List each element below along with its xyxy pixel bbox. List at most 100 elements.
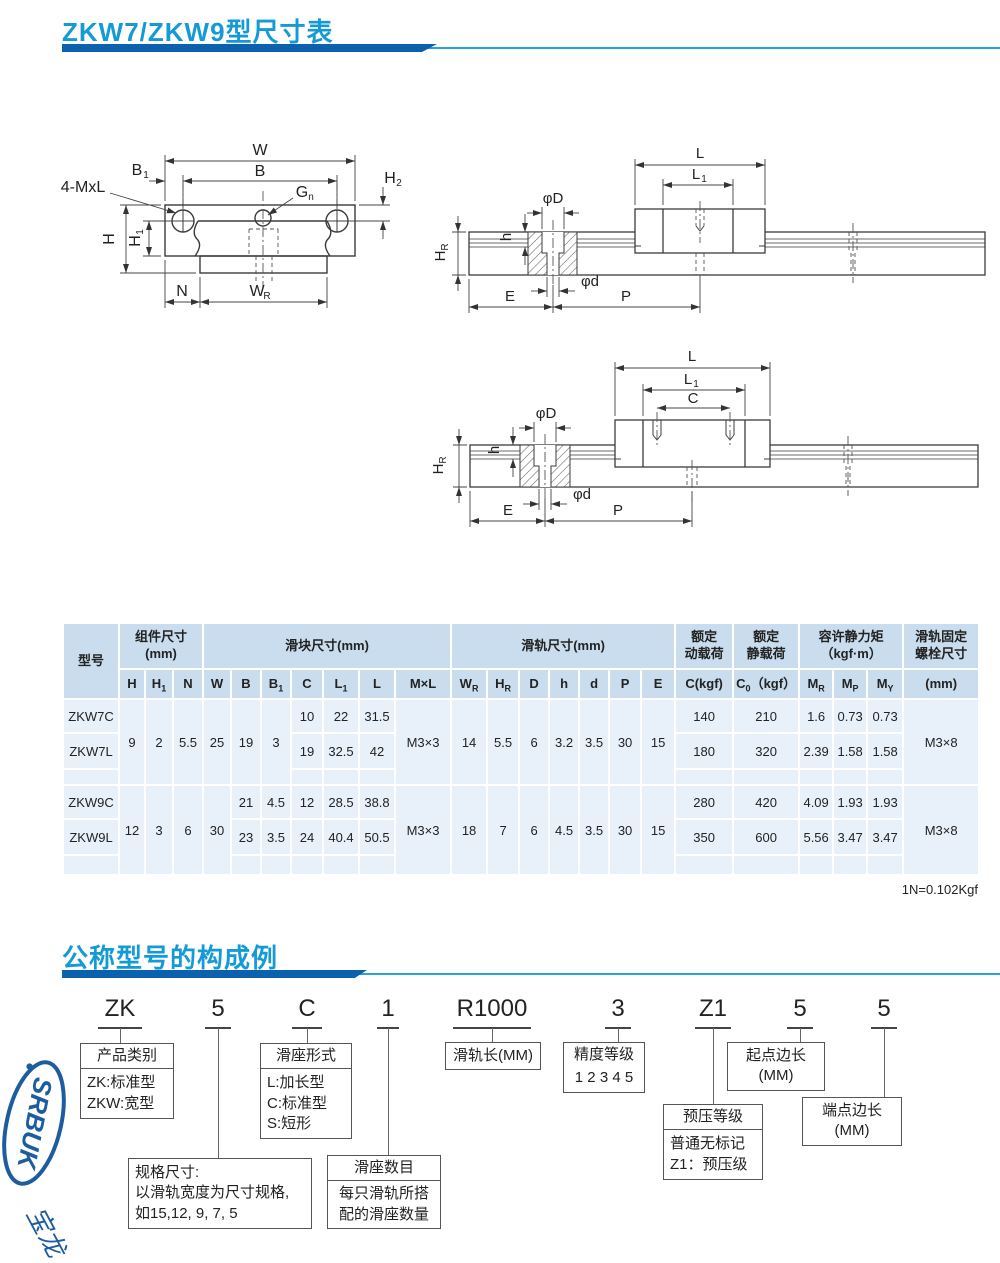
cell-L1: 40.4	[322, 818, 360, 856]
dim-label-h2: H	[384, 170, 396, 187]
front-view-labels: W B B 1 4-MxL G n H 2 H H 1 N W R	[61, 142, 402, 302]
col-header-L1: L1	[322, 668, 360, 700]
hdr-sub: 1	[278, 683, 284, 694]
cell-B: 19	[230, 698, 262, 786]
cell-B: 23	[230, 818, 262, 856]
construction-box-preload: 预压等级 普通无标记 Z1：预压级	[663, 1104, 763, 1180]
logo-ellipse	[2, 1060, 66, 1186]
col-header-H1: H1	[144, 668, 174, 700]
dim-label-l1-sub: 1	[701, 174, 707, 185]
col-header-WR: WR	[450, 668, 489, 700]
cell-D: 6	[518, 784, 551, 876]
cell-H1: 3	[144, 784, 174, 876]
col-group-rail: 滑轨尺寸(mm)	[450, 622, 677, 670]
hdr-sub: R	[471, 683, 479, 694]
cell-empty	[832, 854, 869, 876]
dim-label-phi-d: φD	[543, 190, 564, 207]
cell-empty	[674, 768, 735, 786]
cell-MP: 1.93	[832, 784, 869, 820]
cell-H1: 2	[144, 698, 174, 786]
cell-MY: 3.47	[866, 818, 905, 856]
dim-label-l: L	[688, 348, 696, 365]
dim-label-gn: G	[296, 184, 308, 201]
carriage-rail-cross-section	[164, 204, 356, 274]
dimension-lines	[452, 159, 766, 313]
hidden-lines	[552, 201, 858, 285]
col-group-block: 滑块尺寸(mm)	[201, 622, 453, 670]
title-underline-2	[62, 970, 1000, 978]
cell-empty	[798, 854, 835, 876]
dim-label-b: B	[255, 163, 266, 180]
cell-H: 9	[118, 698, 146, 786]
col-group-static-load: 额定 静载荷	[732, 622, 801, 670]
col-header-E: E	[640, 668, 677, 700]
dim-label-phi-d-small: φd	[573, 486, 591, 503]
table-row-zkw7l: ZKW7L 19 32.5 42 180 320 2.39 1.58 1.58	[62, 732, 979, 770]
table-row-zkw9c: ZKW9C 12 3 6 30 21 4.5 12 28.5 38.8 M3×3…	[62, 784, 981, 876]
cell-C0: 320	[732, 732, 801, 770]
cell-MP: 0.73	[832, 698, 869, 734]
dim-label-n: N	[176, 283, 188, 300]
cell-MY: 0.73	[866, 698, 905, 734]
box-body: ZK:标准型 ZKW:宽型	[87, 1074, 156, 1112]
dim-label-p: P	[613, 502, 623, 519]
dim-label-hr-sub: R	[440, 243, 451, 250]
code-start-edge: 5	[793, 995, 807, 1022]
title-underline-1	[62, 44, 1000, 52]
header-sub-row: H H1 N W B B1 C L1 L M×L WR HR D h d P E	[63, 668, 981, 700]
code-precision: 3	[611, 995, 625, 1022]
construction-box-size-spec: 规格尺寸: 以滑轨宽度为尺寸规格, 如15,12, 9, 7, 5	[128, 1158, 312, 1229]
cell-HR: 5.5	[486, 698, 521, 786]
cell-L: 42	[358, 732, 396, 770]
cell-MR: 4.09	[798, 784, 835, 820]
construction-box-rail-length: 滑轨长(MM)	[445, 1042, 541, 1071]
cell-h: 3.2	[548, 698, 581, 786]
cell-empty	[866, 854, 905, 876]
hdr-base: B	[268, 675, 279, 691]
cell-model: ZKW9C	[62, 784, 120, 820]
dim-label-w: W	[252, 142, 268, 159]
box-header: 滑座形式	[261, 1044, 351, 1070]
hdr-post: （kgf）	[750, 675, 797, 691]
cell-empty	[358, 768, 396, 786]
hdr-sub: 0	[745, 683, 751, 694]
hidden-lines	[182, 183, 338, 287]
hdr-sub: 1	[342, 683, 348, 694]
col-header-C: C	[290, 668, 324, 700]
col-group-moment: 容许静力矩 （kgf·m）	[798, 622, 905, 670]
dim-label-gn-sub: n	[308, 192, 314, 203]
col-header-MxL: M×L	[393, 668, 453, 700]
cell-MR: 5.56	[798, 818, 835, 856]
hdr-sub: 1	[161, 683, 167, 694]
connector-line	[120, 1028, 121, 1043]
col-header-MY: MY	[866, 668, 905, 700]
code-series: ZK	[104, 995, 136, 1022]
box-body: 1 2 3 4 5	[574, 1069, 634, 1087]
cell-empty	[322, 768, 360, 786]
code-end-edge: 5	[877, 995, 891, 1022]
dim-label-wr: W	[249, 283, 265, 300]
cell-empty	[260, 854, 292, 876]
cell-MP: 3.47	[832, 818, 869, 856]
cell-model: ZKW9L	[62, 818, 120, 856]
hdr-base: H	[151, 675, 162, 691]
cell-Ckgf: 350	[674, 818, 735, 856]
cell-D: 6	[518, 698, 551, 786]
box-header: 精度等级	[573, 1046, 634, 1063]
col-header-mm: (mm)	[902, 668, 981, 700]
code-carriage-type: C	[298, 995, 316, 1022]
hdr-base: L	[334, 675, 343, 691]
logo-dot	[26, 1063, 33, 1070]
cell-B1: 3.5	[260, 818, 292, 856]
col-header-N: N	[172, 668, 204, 700]
underline-thin	[62, 47, 1000, 49]
connector-line	[800, 1028, 801, 1042]
cell-empty	[866, 768, 905, 786]
dimension-lines	[109, 155, 390, 308]
side-upper-labels: L L 1 φD H R h E φd P	[432, 145, 707, 305]
unit-conversion-note: 1N=0.102Kgf	[901, 882, 978, 897]
hidden-lines	[544, 412, 853, 502]
connector-line	[713, 1028, 714, 1104]
dim-label-hh: h	[486, 446, 503, 454]
cell-Ckgf: 280	[674, 784, 735, 820]
